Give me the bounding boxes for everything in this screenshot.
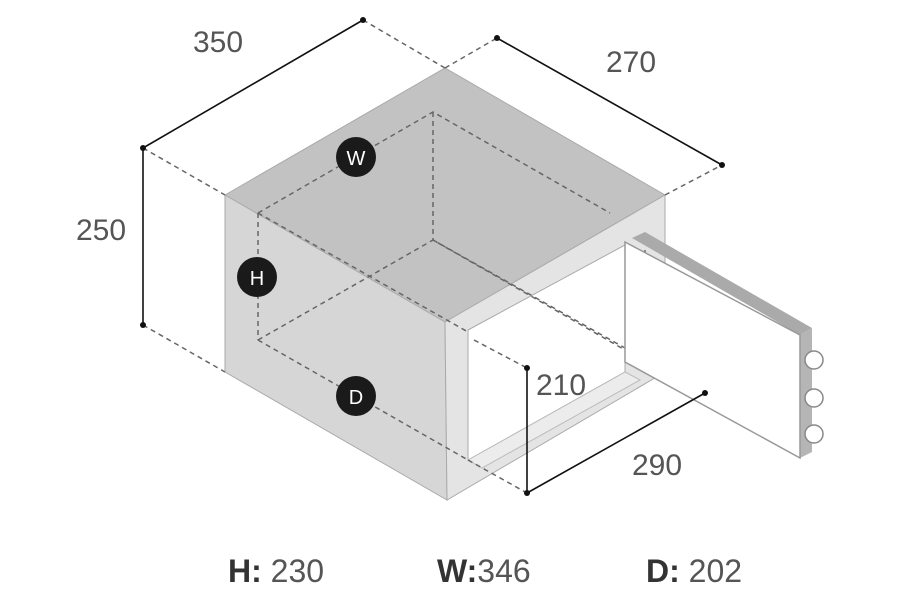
dim-outer-depth: 270	[606, 46, 656, 79]
door-panel	[624, 240, 801, 460]
marker-w: W	[336, 137, 376, 177]
door-edge	[632, 232, 812, 335]
door-knobs	[804, 350, 824, 444]
safe-door	[624, 232, 824, 460]
summary-width: W:346	[437, 553, 531, 589]
svg-text:D: D	[349, 387, 363, 409]
summary-depth: D: 202	[646, 553, 742, 589]
knob-icon	[804, 424, 824, 444]
dimension-lines	[140, 17, 725, 496]
dim-inner-height: 210	[536, 369, 586, 402]
summary-height: H: 230	[228, 553, 324, 589]
marker-h: H	[237, 257, 277, 297]
knob-icon	[804, 388, 824, 408]
svg-text:H: H	[250, 268, 264, 290]
dim-inner-depth: 290	[632, 449, 682, 482]
svg-text:W: W	[347, 148, 366, 170]
dim-outer-height: 250	[76, 214, 126, 247]
safe-body	[223, 67, 667, 501]
dim-outer-width: 350	[193, 26, 243, 59]
marker-d: D	[336, 376, 376, 416]
knob-icon	[804, 350, 824, 370]
